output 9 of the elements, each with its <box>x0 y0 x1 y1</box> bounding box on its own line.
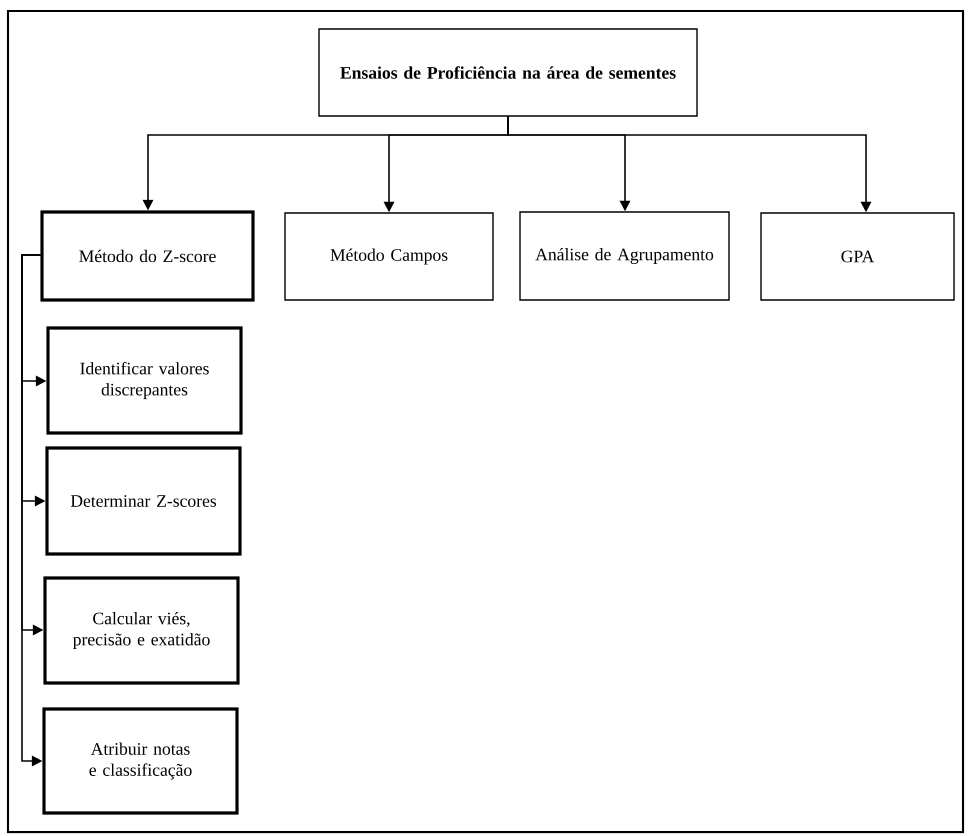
method-box: Método Campos <box>284 212 494 301</box>
step-box: Calcular viés, precisão e exatidão <box>43 576 240 685</box>
step-box: Atribuir notas e classificação <box>42 707 239 815</box>
method-box: GPA <box>760 212 955 301</box>
step-box: Determinar Z-scores <box>45 446 242 556</box>
step-box: Identificar valores discrepantes <box>46 326 243 435</box>
method-box: Análise de Agrupamento <box>519 211 730 301</box>
method-box: Método do Z-score <box>40 210 255 302</box>
title-box: Ensaios de Proficiência na área de sementes <box>318 28 698 117</box>
